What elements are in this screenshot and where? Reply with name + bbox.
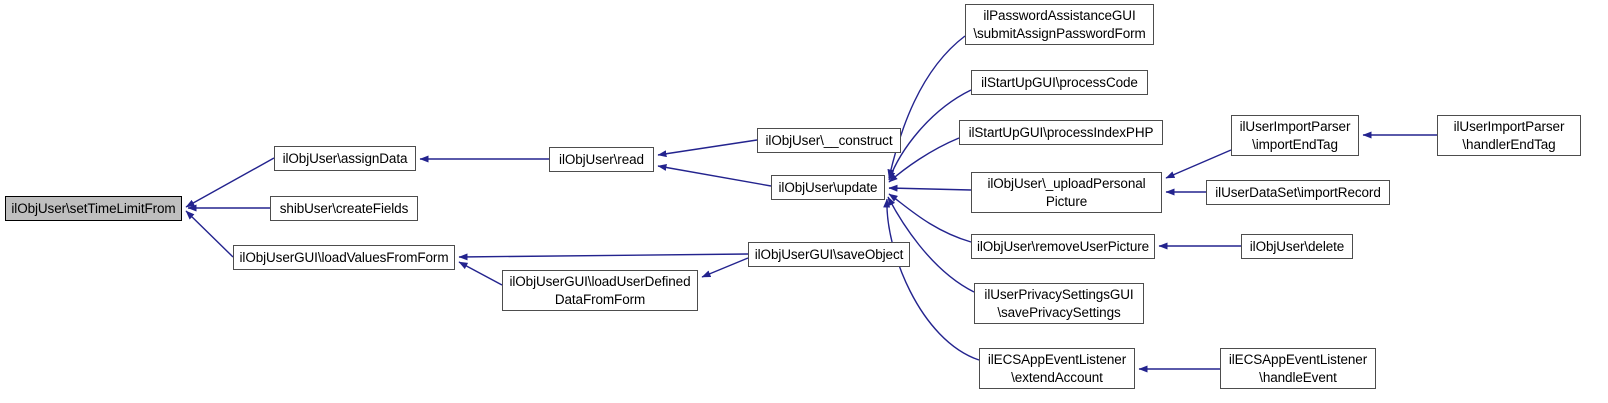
graph-node[interactable]: ilObjUser\delete <box>1241 234 1353 259</box>
graph-node[interactable]: ilObjUser\read <box>549 147 654 172</box>
graph-node[interactable]: ilObjUserGUI\loadUserDefined DataFromFor… <box>502 270 698 311</box>
call-edge <box>888 184 972 192</box>
graph-node-root[interactable]: ilObjUser\setTimeLimitFrom <box>5 196 182 221</box>
call-edge <box>1165 149 1232 179</box>
graph-node[interactable]: ilObjUser\_uploadPersonal Picture <box>971 172 1162 213</box>
call-edge <box>185 210 234 258</box>
call-edge <box>701 257 749 278</box>
graph-node[interactable]: ilObjUser\update <box>771 175 885 200</box>
call-edge <box>888 193 972 243</box>
graph-node[interactable]: ilPasswordAssistanceGUI \submitAssignPas… <box>965 4 1154 45</box>
call-edge <box>883 198 980 361</box>
graph-node[interactable]: ilObjUserGUI\loadValuesFromForm <box>233 245 455 270</box>
graph-node[interactable]: ilObjUser\assignData <box>274 146 416 171</box>
graph-node[interactable]: ilECSAppEventListener \handleEvent <box>1220 348 1376 389</box>
graph-node[interactable]: ilUserImportParser \importEndTag <box>1231 115 1359 156</box>
graph-node[interactable]: ilObjUserGUI\saveObject <box>748 242 910 267</box>
graph-node[interactable]: ilObjUser\removeUserPicture <box>971 234 1155 259</box>
call-edge <box>657 139 758 158</box>
graph-node[interactable]: shibUser\createFields <box>270 196 418 221</box>
graph-node[interactable]: ilUserDataSet\importRecord <box>1206 180 1390 205</box>
graph-node[interactable]: ilStartUpGUI\processIndexPHP <box>959 120 1163 145</box>
call-edge <box>185 157 275 208</box>
graph-node[interactable]: ilObjUser\__construct <box>757 128 901 153</box>
graph-node[interactable]: ilUserImportParser \handlerEndTag <box>1437 115 1581 156</box>
graph-node[interactable]: ilECSAppEventListener \extendAccount <box>979 348 1135 389</box>
call-edge <box>657 164 772 187</box>
graph-node[interactable]: ilUserPrivacySettingsGUI \savePrivacySet… <box>974 283 1144 324</box>
graph-node[interactable]: ilStartUpGUI\processCode <box>971 70 1148 95</box>
call-edge <box>887 35 966 179</box>
call-edge <box>458 253 749 261</box>
call-edge <box>458 261 503 286</box>
